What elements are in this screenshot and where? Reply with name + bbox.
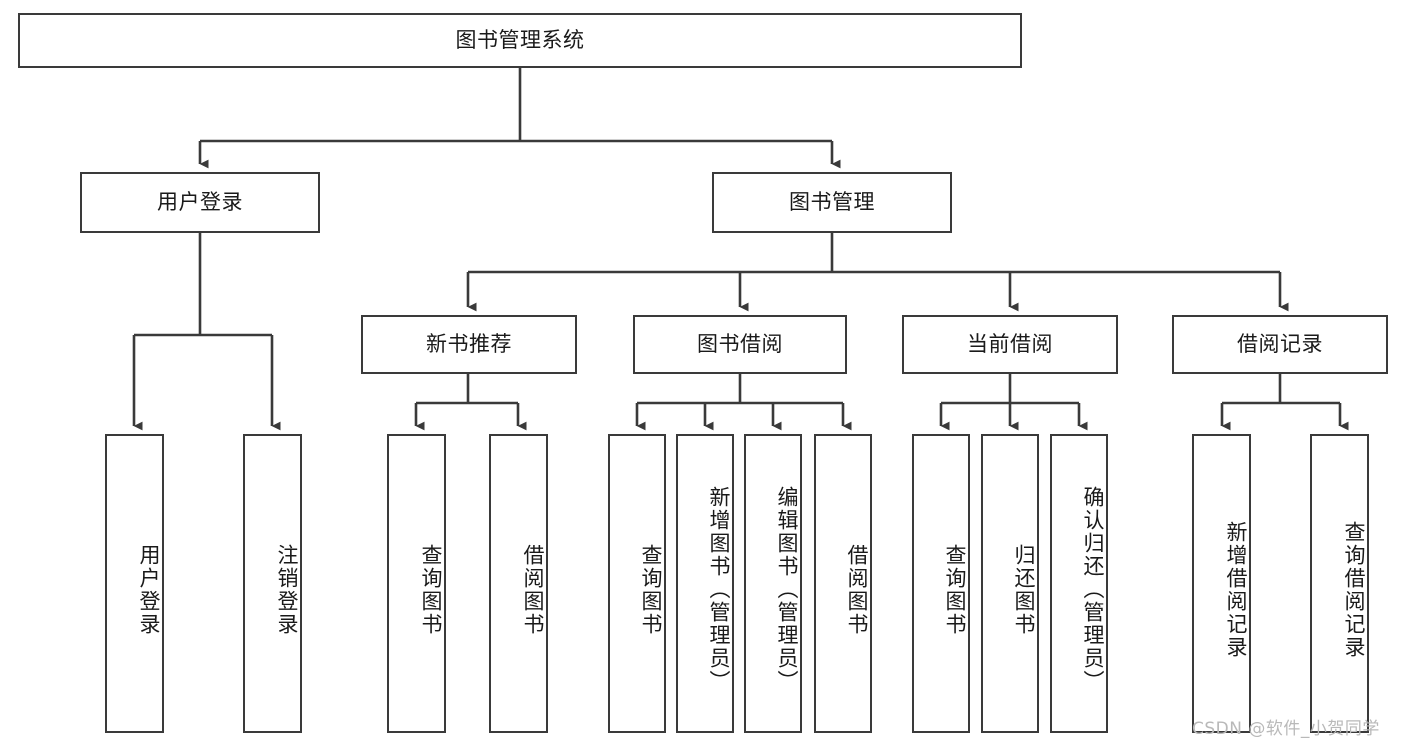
node-label: 图书管理 [789,189,875,214]
node-label: 借阅记录 [1237,331,1323,356]
node-label: 新书推荐 [426,331,512,356]
leaf-user-login[interactable]: 用户登录 [105,434,164,733]
leaf-records-query-record[interactable]: 查询借阅记录 [1310,434,1369,733]
node-new-book-recommend[interactable]: 新书推荐 [361,315,577,374]
leaf-newbook-query-book[interactable]: 查询图书 [387,434,446,733]
leaf-current-query-book[interactable]: 查询图书 [912,434,970,733]
node-label: 查询图书 [639,543,663,636]
node-label: 查询借阅记录 [1342,520,1366,659]
node-label: 借阅图书 [521,543,545,636]
node-book-management[interactable]: 图书管理 [712,172,952,233]
leaf-borrow-edit-book-admin[interactable]: 编辑图书（管理员） [744,434,802,733]
watermark-text: CSDN @软件_小贺同学 [1192,719,1380,739]
node-label: 当前借阅 [967,331,1053,356]
node-label: 新增图书（管理员） [707,486,731,693]
node-label: 用户登录 [157,189,243,214]
node-user-login[interactable]: 用户登录 [80,172,320,233]
node-label: 用户登录 [137,543,161,636]
leaf-current-return-book[interactable]: 归还图书 [981,434,1039,733]
node-book-borrow[interactable]: 图书借阅 [633,315,847,374]
leaf-current-confirm-return-admin[interactable]: 确认归还（管理员） [1050,434,1108,733]
leaf-borrow-query-book[interactable]: 查询图书 [608,434,666,733]
node-root-system[interactable]: 图书管理系统 [18,13,1022,68]
leaf-user-logout[interactable]: 注销登录 [243,434,302,733]
node-label: 确认归还（管理员） [1081,486,1105,693]
node-label: 图书借阅 [697,331,783,356]
node-label: 图书管理系统 [455,27,585,52]
node-label: 新增借阅记录 [1224,520,1248,659]
leaf-newbook-borrow-book[interactable]: 借阅图书 [489,434,548,733]
leaf-borrow-borrow-book[interactable]: 借阅图书 [814,434,872,733]
leaf-borrow-add-book-admin[interactable]: 新增图书（管理员） [676,434,734,733]
node-borrow-records[interactable]: 借阅记录 [1172,315,1388,374]
node-label: 借阅图书 [845,543,869,636]
node-label: 查询图书 [943,543,967,636]
leaf-records-add-record[interactable]: 新增借阅记录 [1192,434,1251,733]
node-label: 归还图书 [1012,543,1036,636]
node-label: 注销登录 [275,543,299,636]
node-current-borrow[interactable]: 当前借阅 [902,315,1118,374]
node-label: 编辑图书（管理员） [775,486,799,693]
node-label: 查询图书 [419,543,443,636]
